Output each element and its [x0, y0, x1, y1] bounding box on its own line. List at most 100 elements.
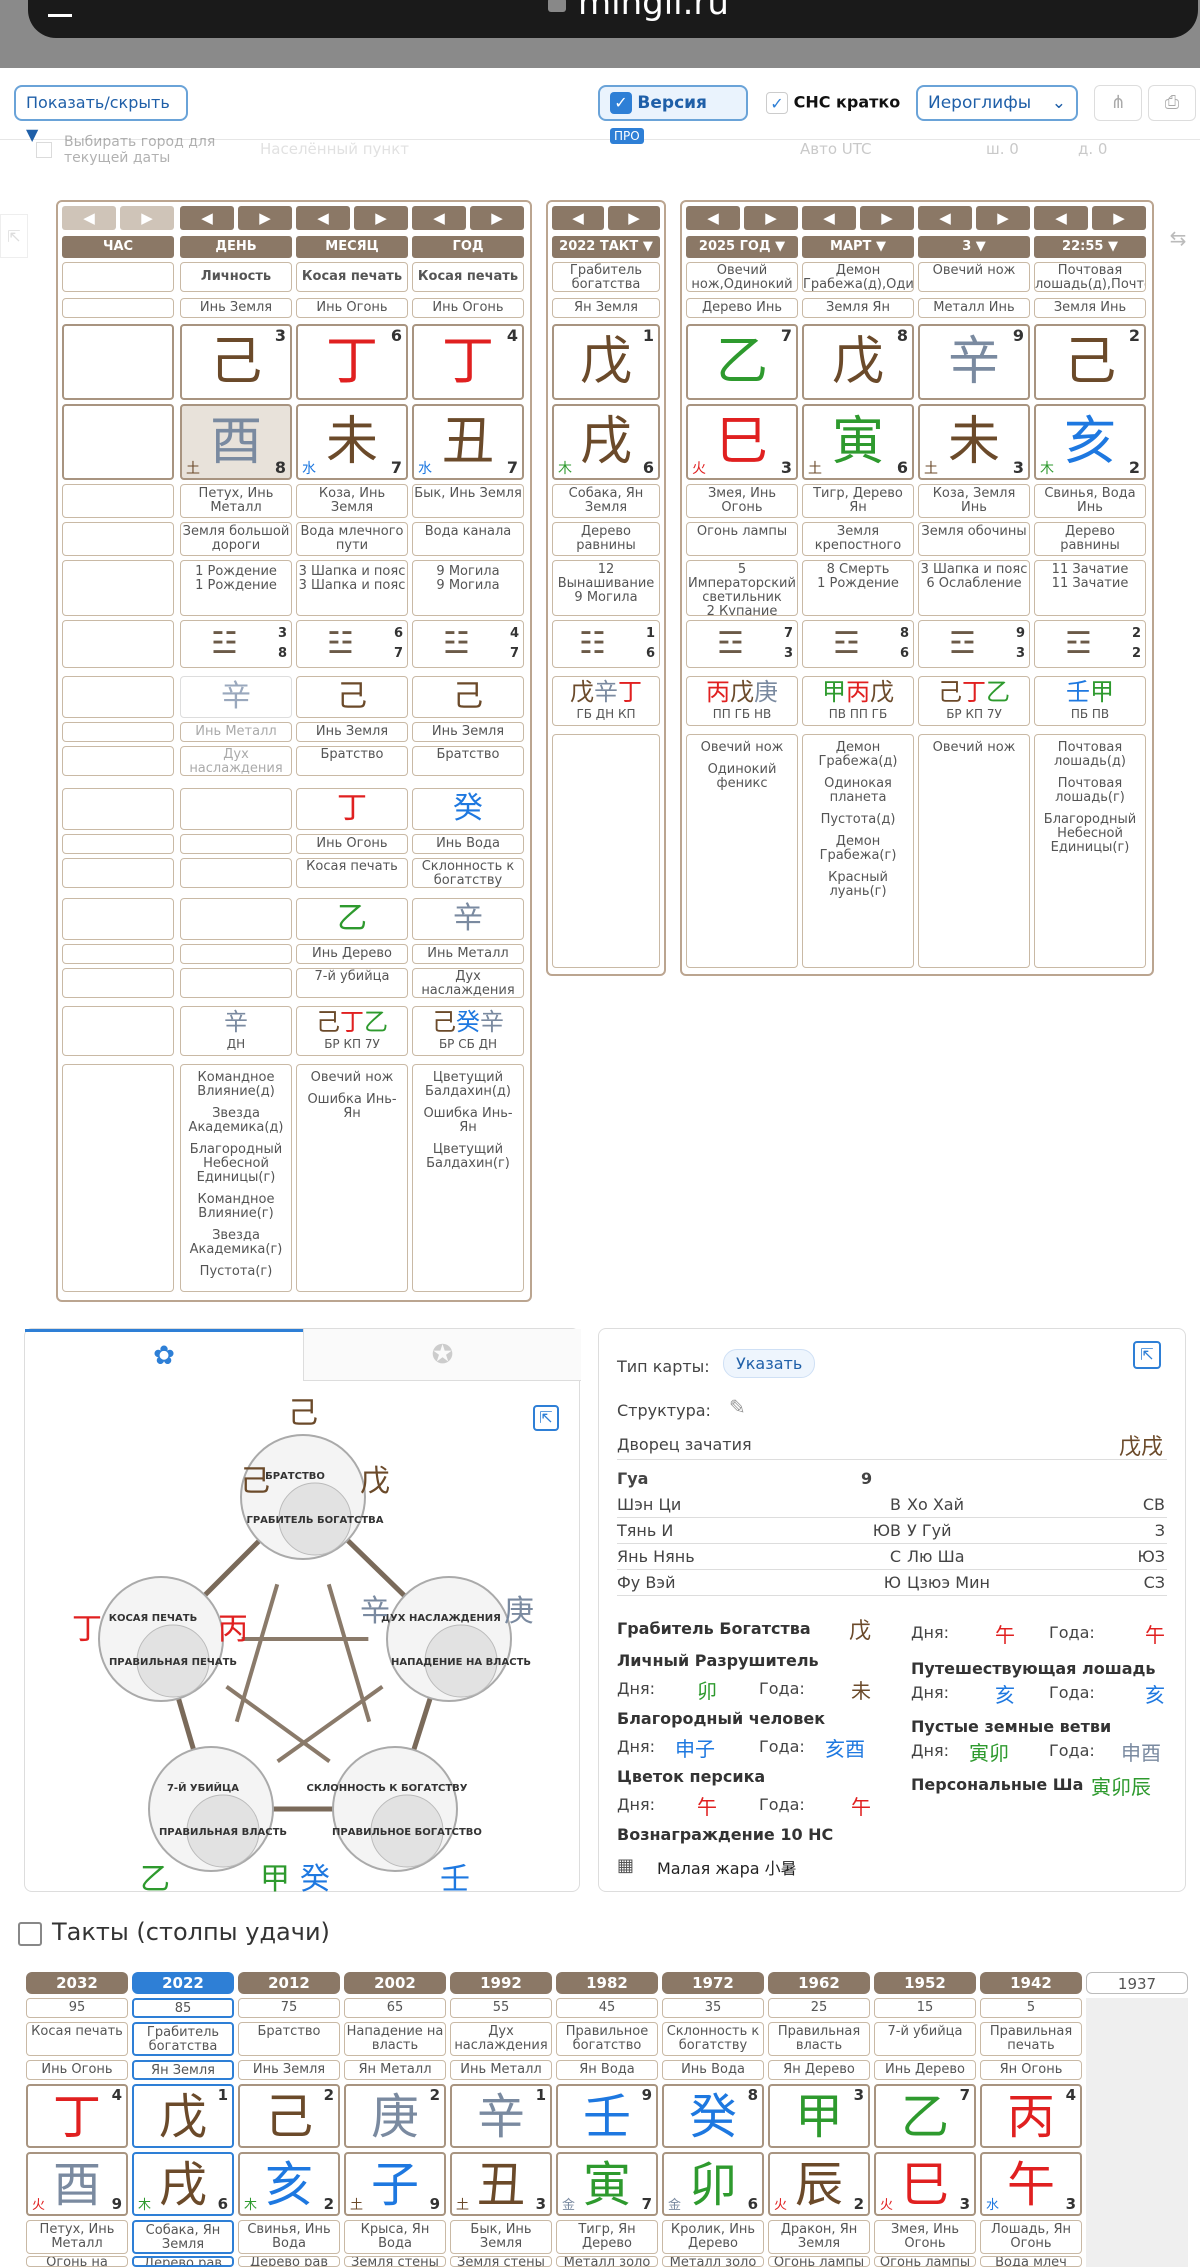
hidden-stem-star: Склонность к богатству: [412, 858, 524, 888]
tab-wheel[interactable]: ✪: [303, 1329, 581, 1381]
prev-button[interactable]: ◀: [918, 206, 972, 230]
tab-five-elements[interactable]: ✿: [25, 1329, 303, 1381]
share-icon[interactable]: ⋔: [1094, 85, 1142, 121]
tact-year-tab[interactable]: 2022: [132, 1972, 234, 1994]
tact-stem-element: Инь Вода: [662, 2060, 764, 2080]
pillar-header-select[interactable]: 3 ▼: [918, 236, 1030, 258]
direction-name: Шэн Ци: [617, 1495, 682, 1514]
tact-header[interactable]: 2022 ТАКТ ▼: [552, 236, 660, 258]
next-button[interactable]: ▶: [238, 206, 292, 230]
tact-year-tab[interactable]: 1952: [874, 1972, 976, 1994]
tact-animal: Лошадь, Ян Огонь: [980, 2220, 1082, 2254]
stem-char: 戊: [831, 332, 884, 392]
prev-button[interactable]: ◀: [412, 206, 466, 230]
tact-star: Грабитель богатства: [132, 2022, 234, 2056]
node-stem: 己: [240, 1464, 270, 1499]
pencil-icon[interactable]: ✎: [729, 1395, 746, 1419]
expand-left-icon[interactable]: ⇱: [0, 214, 28, 258]
tact-year-tab[interactable]: 1962: [768, 1972, 870, 1994]
next-button[interactable]: ▶: [1092, 206, 1146, 230]
swap-icon[interactable]: ⇆: [1169, 226, 1187, 250]
pillar-header: ДЕНЬ: [180, 236, 292, 258]
phase: 1 Рождение: [817, 576, 899, 591]
pillar-star: [62, 262, 174, 292]
next-button[interactable]: ▶: [744, 206, 798, 230]
tact-year-tab[interactable]: 2032: [26, 1972, 128, 1994]
hidden-stem: 丁: [296, 788, 408, 830]
pillar-header-select[interactable]: МАРТ ▼: [802, 236, 914, 258]
hidden-stem: [62, 676, 174, 718]
prev-button[interactable]: ◀: [180, 206, 234, 230]
tact-year-tab[interactable]: 1992: [450, 1972, 552, 1994]
direction-value: В: [890, 1495, 901, 1514]
popout-icon[interactable]: ⇱: [1133, 1341, 1161, 1369]
city-checkbox[interactable]: [36, 142, 52, 158]
symbolic-star: Ошибка Инь-Ян: [307, 1092, 397, 1121]
phase-1: 12 Вынашивание: [557, 562, 655, 591]
next-button[interactable]: ▶: [860, 206, 914, 230]
prev-button[interactable]: ◀: [802, 206, 856, 230]
yin-half: [278, 1482, 352, 1556]
tact-year-tab[interactable]: 1982: [556, 1972, 658, 1994]
prev-button[interactable]: ◀: [62, 206, 116, 230]
prev-button[interactable]: ◀: [686, 206, 740, 230]
tact-year-tab[interactable]: 1942: [980, 1972, 1082, 1994]
tact-melody: Дерево рав: [132, 2256, 234, 2267]
direction-value: З: [1154, 1521, 1165, 1540]
summary-abbrev: ДН: [226, 1037, 246, 1051]
utc-select[interactable]: Авто UTC: [800, 140, 872, 158]
popout-icon[interactable]: ⇱: [533, 1405, 559, 1431]
pillar-header-select[interactable]: 2025 ГОД ▼: [686, 236, 798, 258]
node-stem: 丙: [218, 1612, 248, 1647]
city-input[interactable]: Населённый пункт: [260, 140, 410, 158]
hex-bot-num: 3: [783, 646, 793, 661]
branch-char: 亥: [264, 2157, 313, 2213]
symbolic-star: Почтовая лошадь(г): [1055, 776, 1125, 805]
summary-chars: 辛: [181, 1007, 291, 1037]
phase-1: 1 Рождение: [195, 564, 277, 579]
script-select[interactable]: Иероглифы ⌄: [916, 85, 1078, 121]
browser-address-bar[interactable]: mingli.ru: [28, 0, 1198, 38]
sns-toggle[interactable]: ✓ СНС кратко: [766, 92, 900, 114]
tacts-toggle-icon[interactable]: [18, 1922, 42, 1946]
control-arrow: [234, 1583, 280, 1723]
show-hide-button[interactable]: Показать/скрыть ▼: [14, 85, 188, 144]
tact-age: 95: [26, 1998, 128, 2018]
version-toggle[interactable]: ✓ Версия ПРО: [598, 85, 748, 144]
stem-char: 丙: [1006, 2089, 1055, 2145]
phase: 8 Смерть: [826, 562, 890, 577]
next-button[interactable]: ▶: [470, 206, 524, 230]
hex-bot-num: 7: [393, 646, 403, 661]
next-button[interactable]: ▶: [354, 206, 408, 230]
pillar-header-select[interactable]: 22:55 ▼: [1034, 236, 1146, 258]
empty-day-label: Дня:: [911, 1741, 949, 1760]
hexagram-icon: ☲: [949, 626, 976, 661]
animal: Петух, Инь Металл: [180, 484, 292, 518]
branch-char: 辰: [794, 2157, 843, 2213]
tact-year-tab[interactable]: 2012: [238, 1972, 340, 1994]
tact-melody: Дерево рав: [238, 2256, 340, 2267]
prev-button[interactable]: ◀: [552, 206, 604, 230]
next-button[interactable]: ▶: [976, 206, 1030, 230]
hexagram-icon: ☷: [579, 626, 606, 661]
next-button[interactable]: ▶: [120, 206, 174, 230]
tact-year-tab[interactable]: 2002: [344, 1972, 446, 1994]
next-button[interactable]: ▶: [608, 206, 660, 230]
direction-name: Хо Хай: [907, 1495, 964, 1514]
tact-stars: [552, 734, 660, 968]
tact-year-tab[interactable]: 1937: [1086, 1972, 1188, 1994]
tact-year-tab[interactable]: 1972: [662, 1972, 764, 1994]
specify-button[interactable]: Указать: [723, 1349, 816, 1378]
menu-icon[interactable]: [48, 14, 72, 17]
reward-label: Вознаграждение 10 НС: [617, 1825, 834, 1844]
print-icon[interactable]: ⎙: [1148, 85, 1196, 121]
pillar-header: ГОД: [412, 236, 524, 258]
prev-button[interactable]: ◀: [296, 206, 350, 230]
prev-button[interactable]: ◀: [1034, 206, 1088, 230]
